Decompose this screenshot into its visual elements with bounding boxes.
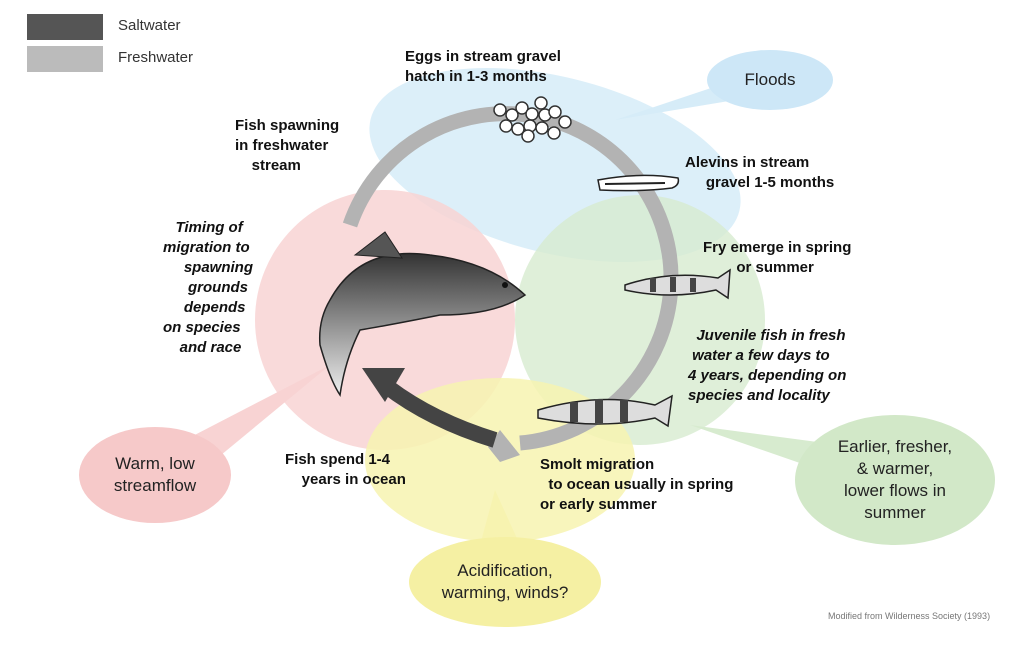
acid-tail — [480, 490, 520, 545]
legend-freshwater-swatch — [27, 46, 103, 72]
saltwater-arrowhead — [362, 368, 405, 402]
timing-label: Timing of migration to spawning grounds … — [163, 219, 254, 356]
fry-icon — [624, 268, 731, 300]
saltwater-arrow — [380, 378, 498, 448]
juvenile-label: Juvenile fish in fresh water a few days … — [688, 327, 847, 404]
warm-callout: Warm, low streamflow — [113, 454, 197, 495]
source-credit: Modified from Wilderness Society (1993) — [828, 611, 991, 621]
floods-tail — [615, 85, 735, 120]
floods-callout: Floods — [744, 70, 796, 89]
eggs-icon — [493, 96, 572, 143]
alevins-label: Alevins in stream gravel 1-5 months — [685, 154, 835, 191]
eggs-label: Eggs in stream gravel hatch in 1-3 month… — [405, 48, 561, 85]
spawning-label: Fish spawning in freshwater stream — [235, 117, 340, 174]
legend-freshwater-label: Freshwater — [118, 49, 194, 66]
adult-salmon-icon — [318, 231, 527, 398]
warm-tail — [185, 365, 330, 460]
acid-bubble — [409, 537, 601, 627]
smolt-label: Smolt migration to ocean usually in spri… — [540, 456, 734, 513]
fry-label: Fry emerge in spring or summer — [703, 239, 852, 276]
earlier-bubble — [795, 415, 995, 545]
ocean-label: Fish spend 1-4 years in ocean — [285, 451, 406, 488]
warm-bubble — [79, 427, 231, 523]
summer-zone — [515, 195, 765, 445]
legend-saltwater-swatch — [27, 14, 103, 40]
legend-saltwater-label: Saltwater — [118, 17, 181, 34]
alevin-icon — [597, 174, 680, 192]
acid-callout: Acidification, warming, winds? — [441, 561, 569, 602]
freshwater-arrowhead — [488, 430, 520, 462]
earlier-callout: Earlier, fresher, & warmer, lower flows … — [837, 437, 953, 522]
juvenile-fish-icon — [537, 394, 673, 428]
floods-bubble — [707, 50, 833, 110]
